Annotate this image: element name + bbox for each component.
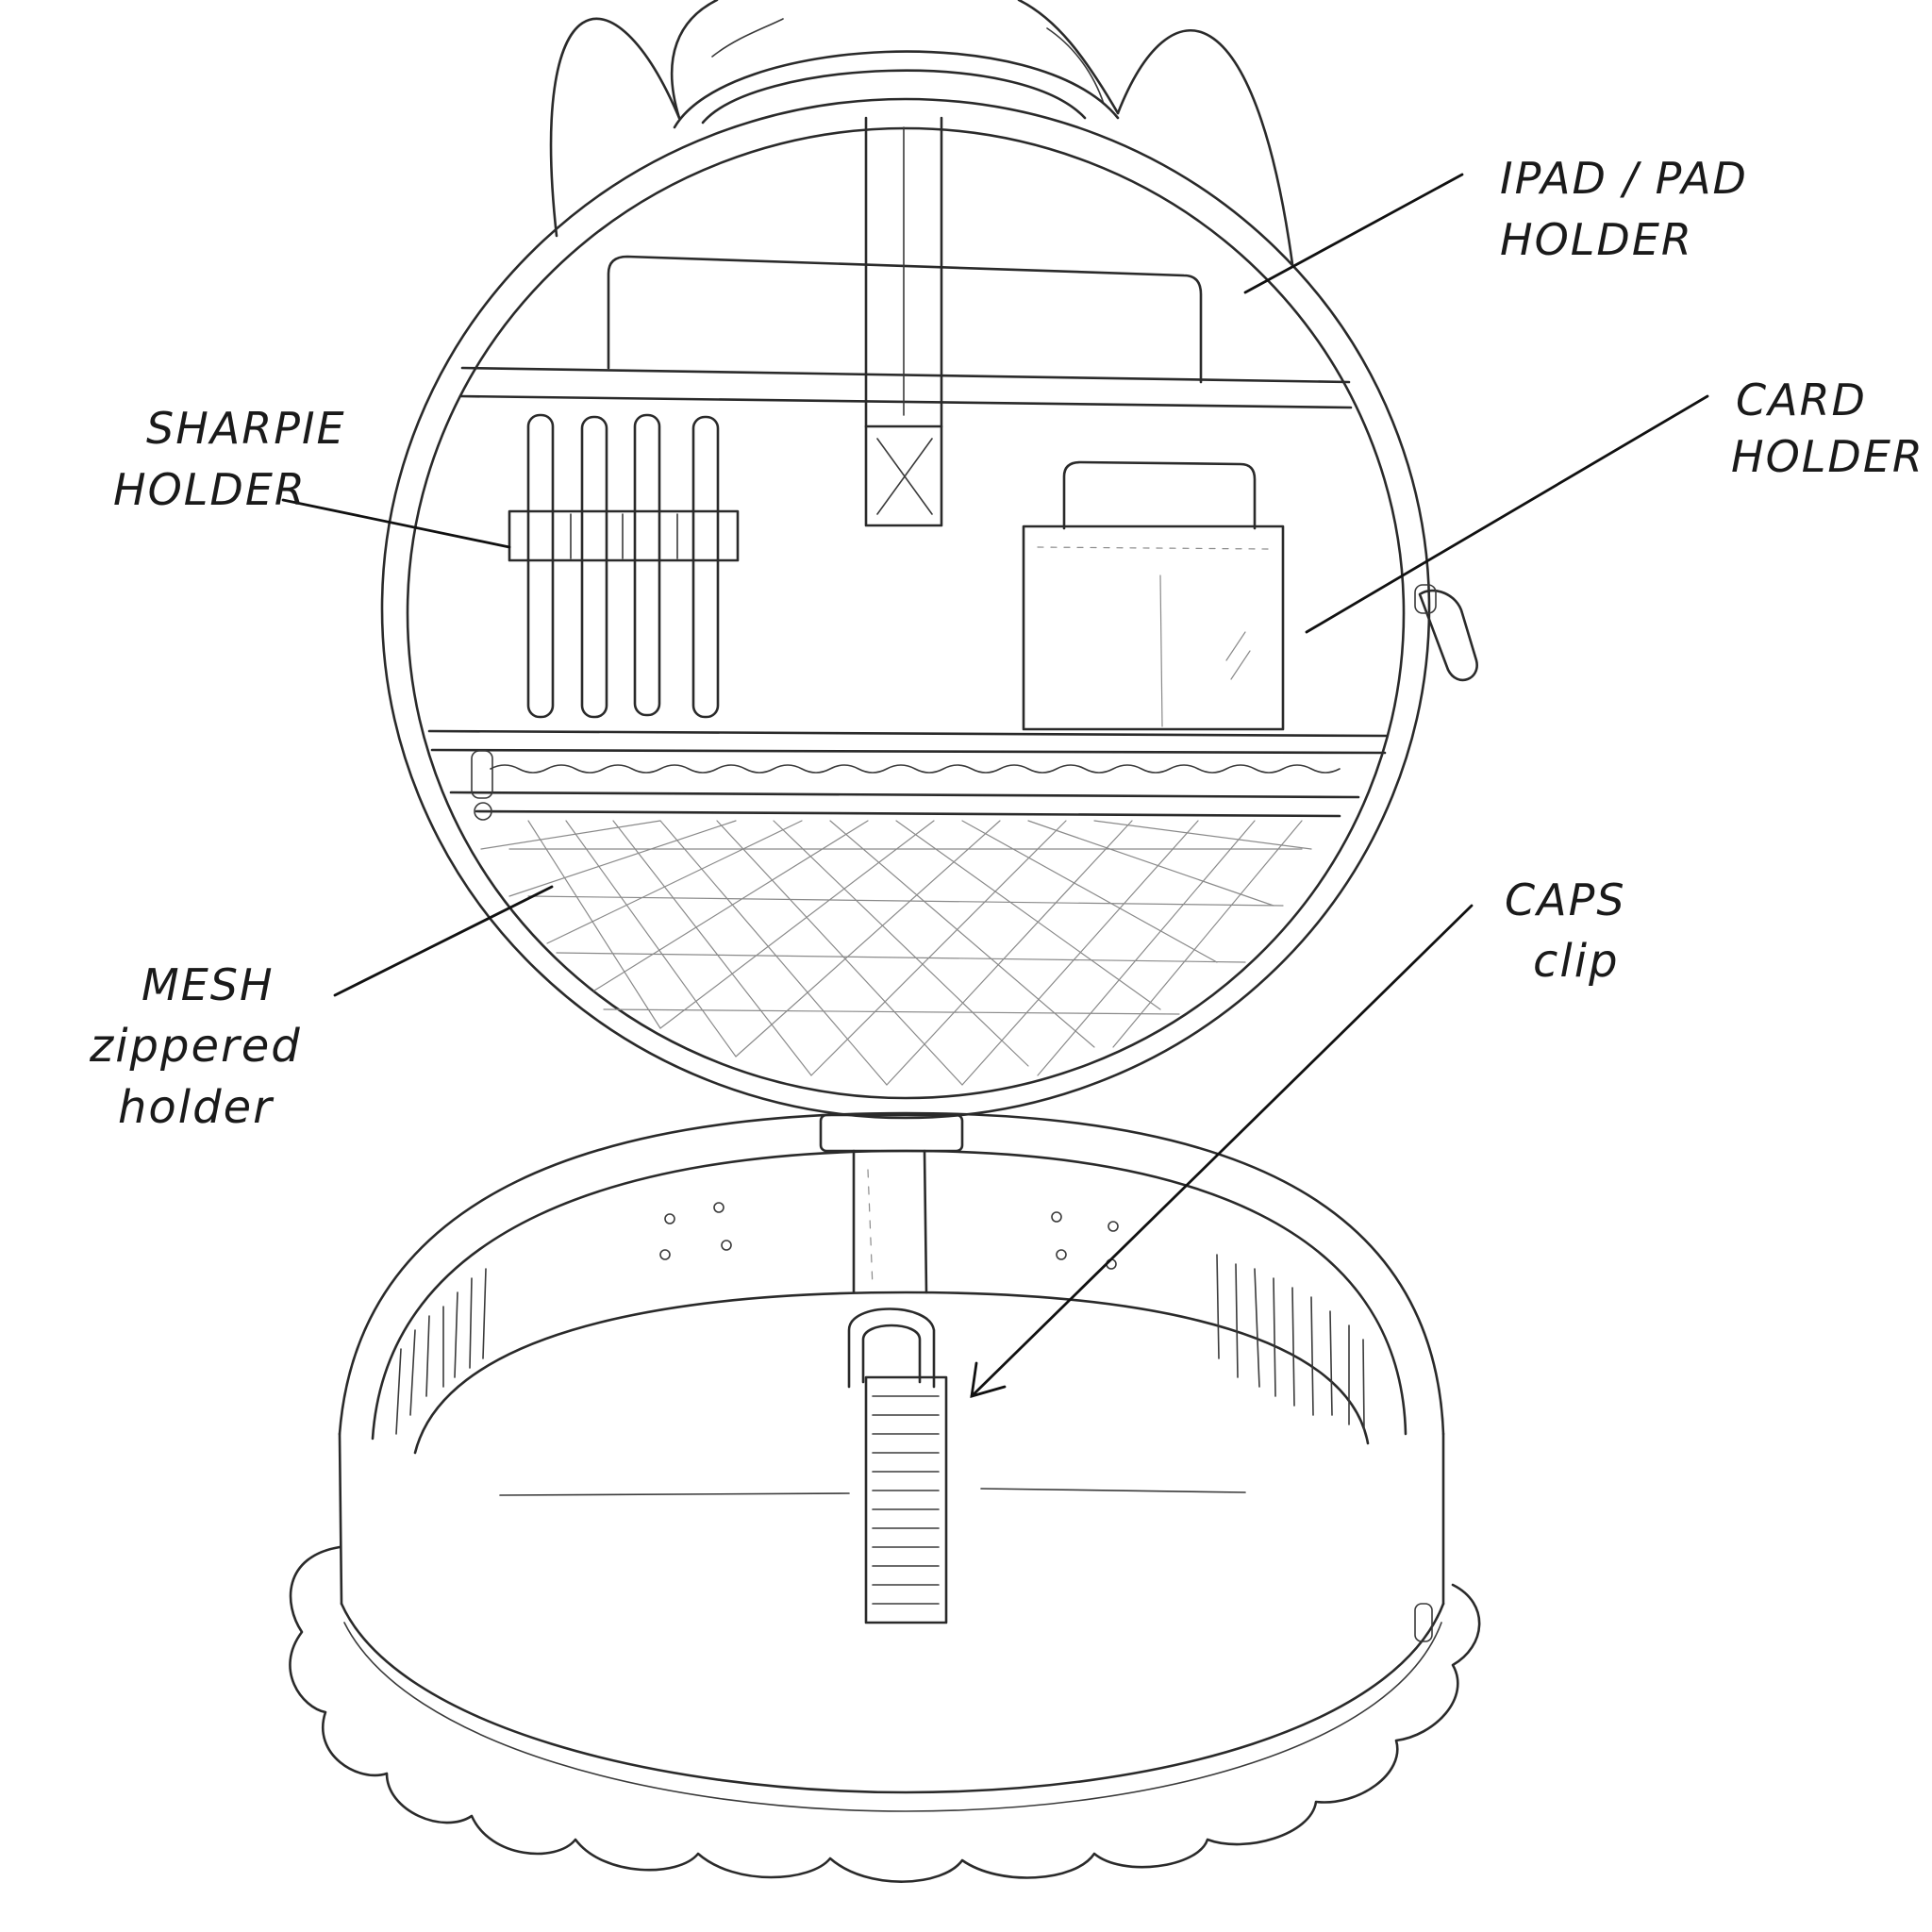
rivets xyxy=(659,1202,1119,1270)
ipad-label-line1: IPAD / PAD xyxy=(1500,153,1748,204)
sharpie-holder xyxy=(508,413,740,719)
shoulder-straps xyxy=(549,0,1294,266)
mesh-label-line1: MESH xyxy=(142,959,275,1010)
caps-clip xyxy=(847,1307,948,1624)
mesh-shelf xyxy=(427,729,1389,821)
mesh-leader xyxy=(333,885,554,997)
sharpie-label-line2: HOLDER xyxy=(113,464,307,515)
ipad-label-line2: HOLDER xyxy=(1500,214,1693,265)
ipad-holder xyxy=(458,255,1353,409)
sharpie-leader xyxy=(281,498,511,549)
card-label-line2: HOLDER xyxy=(1731,431,1924,482)
center-strap xyxy=(864,116,943,527)
caps-label-line1: CAPS xyxy=(1505,874,1626,925)
mesh-pocket xyxy=(480,820,1312,1086)
mesh-label-line3: holder xyxy=(118,1081,275,1134)
wall-shading xyxy=(395,1254,1365,1435)
card-holder xyxy=(1022,460,1285,731)
base-tray xyxy=(289,1111,1481,1883)
card-leader xyxy=(1305,394,1709,634)
caps-label-line2: clip xyxy=(1533,935,1620,988)
mesh-label-line2: zippered xyxy=(89,1020,302,1073)
caps-leader xyxy=(970,904,1474,1398)
lid-shell xyxy=(380,97,1478,1120)
floor-lines xyxy=(499,1488,1246,1496)
hinge-strap xyxy=(819,1113,964,1294)
sharpie-label-line1: SHARPIE xyxy=(146,403,346,454)
ipad-leader xyxy=(1243,173,1464,294)
card-label-line1: CARD xyxy=(1736,375,1867,425)
top-handle xyxy=(673,50,1120,129)
